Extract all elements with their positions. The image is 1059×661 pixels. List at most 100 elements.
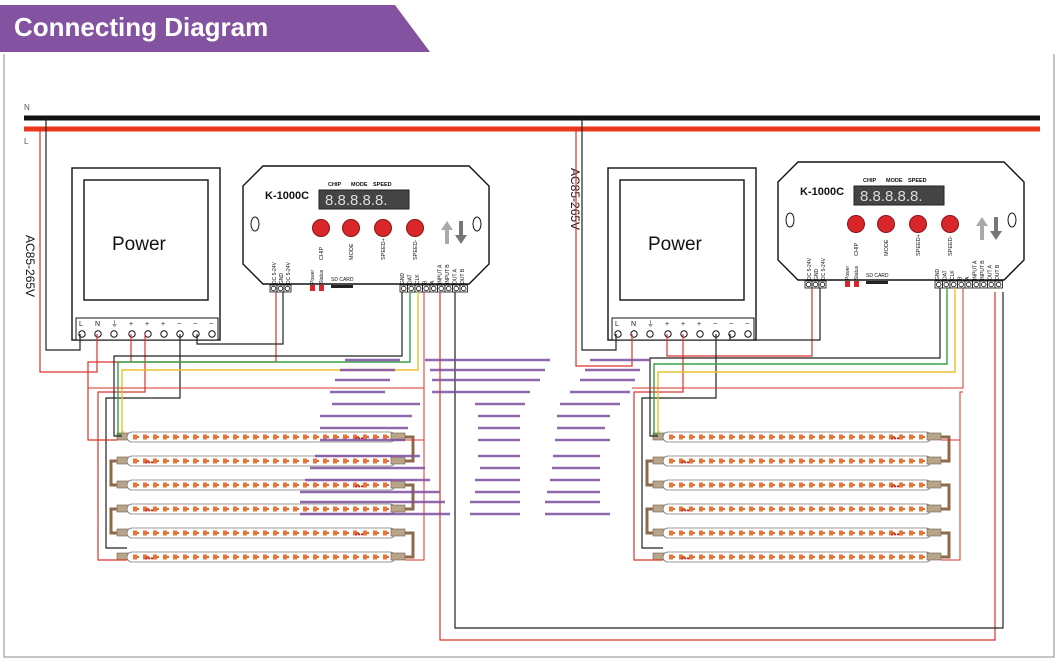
strip-chip — [327, 460, 329, 462]
strip-end-wire — [941, 391, 963, 441]
strip-chip — [883, 556, 885, 558]
strip-chip — [237, 532, 239, 534]
strip-led — [859, 434, 863, 440]
strip-led — [203, 554, 207, 560]
data-ground-wire — [113, 292, 403, 437]
dc-negative-wire — [196, 292, 284, 345]
strip-chip — [833, 460, 835, 462]
strip-chip — [733, 460, 735, 462]
controller-link-wire — [439, 292, 996, 641]
strip-chip — [743, 556, 745, 558]
power-terminal-screw — [110, 330, 118, 338]
strip-chip — [167, 460, 169, 462]
mains-live-wire — [575, 129, 633, 367]
strip-led — [383, 482, 387, 488]
strip-led — [799, 506, 803, 512]
strip-chip — [743, 484, 745, 486]
strip-connector — [926, 504, 942, 513]
strip-chip — [187, 532, 189, 534]
ac-voltage-label-left: AC85-265V — [23, 235, 37, 297]
terminal-screw — [951, 281, 957, 288]
strip-led — [153, 434, 157, 440]
strip-led — [383, 554, 387, 560]
strip-led — [809, 434, 813, 440]
controller-button — [342, 219, 360, 237]
strip-continuation-dots: ••• — [145, 554, 154, 563]
strip-led — [203, 458, 207, 464]
strip-chip — [723, 460, 725, 462]
terminal-screw — [936, 281, 942, 288]
strip-chip — [743, 508, 745, 510]
strip-chip — [733, 508, 735, 510]
strip-chip — [177, 508, 179, 510]
strip-led — [729, 482, 733, 488]
strip-chip — [733, 532, 735, 534]
strip-chip — [883, 436, 885, 438]
controller-top-label: SPEED — [373, 182, 392, 188]
controller-link-wire — [454, 292, 1004, 629]
strip-chip — [913, 532, 915, 534]
strip-chip — [703, 436, 705, 438]
strip-chip — [197, 436, 199, 438]
strip-chip — [813, 556, 815, 558]
strip-chip — [247, 556, 249, 558]
strip-led — [333, 434, 337, 440]
strip-chip — [167, 532, 169, 534]
output-terminal-label: INPUT A — [973, 260, 979, 280]
strip-led — [173, 458, 177, 464]
strip-led — [153, 482, 157, 488]
strip-led — [759, 554, 763, 560]
power-terminal-screw — [160, 330, 168, 338]
strip-led — [273, 506, 277, 512]
strip-chip — [683, 460, 685, 462]
strip-led — [253, 530, 257, 536]
strip-chip — [903, 508, 905, 510]
strip-connector — [926, 552, 942, 561]
strip-chip — [753, 556, 755, 558]
strip-chip — [287, 460, 289, 462]
strip-led — [163, 554, 167, 560]
strip-chip — [673, 508, 675, 510]
strip-led — [323, 434, 327, 440]
terminal-screw — [805, 281, 812, 288]
strip-led — [689, 434, 693, 440]
arrow-down-icon — [455, 221, 467, 244]
strip-chip — [923, 460, 925, 462]
strip-led — [739, 530, 743, 536]
strip-led — [719, 530, 723, 536]
strip-chip — [673, 484, 675, 486]
controller-button-label: SPEED- — [413, 239, 419, 260]
strip-chip — [823, 556, 825, 558]
strip-led — [909, 482, 913, 488]
strip-led — [739, 554, 743, 560]
controller-button — [909, 215, 927, 233]
strip-led — [283, 506, 287, 512]
strip-led — [263, 506, 267, 512]
strip-led — [233, 506, 237, 512]
strip-led — [789, 530, 793, 536]
strip-chip — [237, 436, 239, 438]
dc-positive-wire — [666, 288, 813, 357]
strip-chip — [327, 532, 329, 534]
strip-chip — [277, 532, 279, 534]
strip-led — [829, 530, 833, 536]
strip-chip — [893, 532, 895, 534]
strip-led — [243, 554, 247, 560]
strip-led — [223, 506, 227, 512]
strip-led — [739, 482, 743, 488]
strip-led — [789, 434, 793, 440]
strip-led — [709, 506, 713, 512]
led-strip-right-row2 — [652, 479, 942, 491]
strip-led — [293, 554, 297, 560]
strip-chip — [157, 436, 159, 438]
strip-chip — [227, 460, 229, 462]
strip-led — [363, 434, 367, 440]
strip-chip — [873, 484, 875, 486]
strip-led — [213, 482, 217, 488]
controller-button-label: MODE — [349, 243, 355, 260]
power-terminal-label: N — [95, 321, 100, 328]
strip-chip — [257, 484, 259, 486]
arrow-up-icon — [976, 217, 988, 240]
strip-led — [323, 554, 327, 560]
strip-chip — [257, 532, 259, 534]
